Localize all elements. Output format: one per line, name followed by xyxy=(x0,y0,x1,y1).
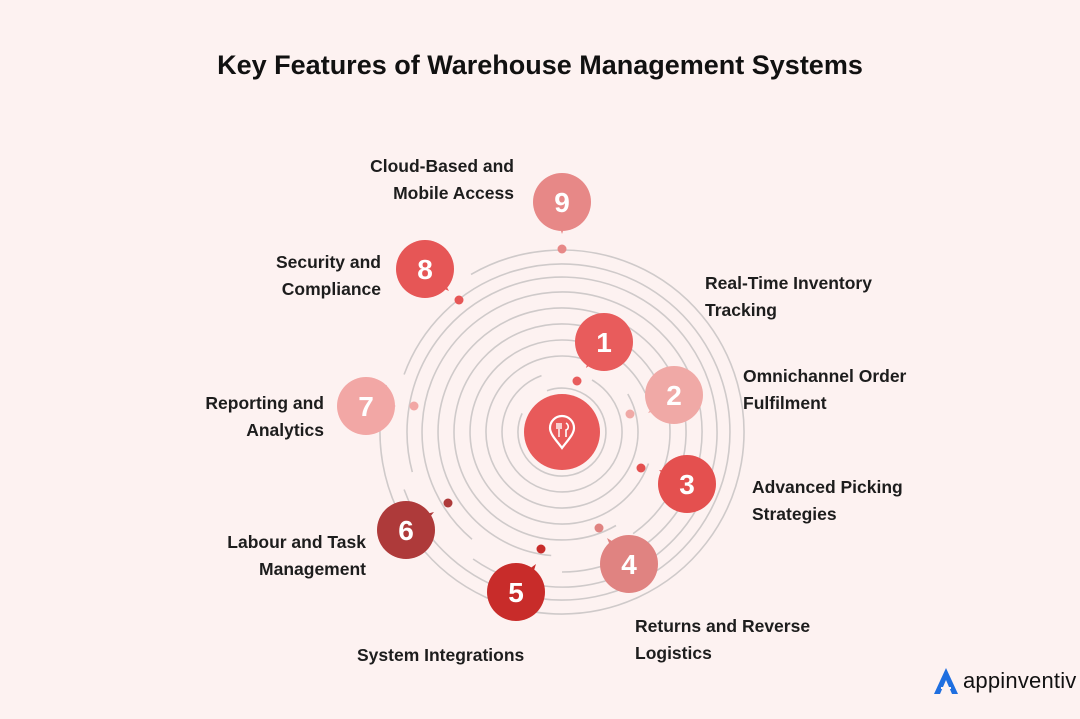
ring-dot xyxy=(536,544,546,554)
number-bubble xyxy=(600,535,658,593)
ring-dot xyxy=(557,244,567,254)
feature-number: 8 xyxy=(417,254,433,285)
brand-name: appinventiv xyxy=(963,668,1077,693)
number-bubble xyxy=(645,366,703,424)
spiral-ring xyxy=(485,355,639,509)
feature-label-line: Strategies xyxy=(752,504,837,524)
feature-number: 4 xyxy=(621,549,637,580)
appinventiv-logo-icon xyxy=(934,668,958,694)
warehouse-location-pin-icon xyxy=(548,414,576,450)
feature-marker-8: 8 xyxy=(396,240,464,305)
ring-dot xyxy=(409,401,419,411)
number-bubble xyxy=(533,173,591,231)
feature-label-line: Mobile Access xyxy=(393,183,514,203)
feature-marker-4: 4 xyxy=(594,523,658,593)
feature-marker-1: 1 xyxy=(572,313,633,386)
feature-number: 5 xyxy=(508,577,524,608)
feature-marker-9: 9 xyxy=(533,173,591,254)
number-bubble xyxy=(487,563,545,621)
feature-label-line: Security and xyxy=(275,252,381,272)
feature-label-line: Returns and Reverse xyxy=(635,616,811,636)
ring-dot xyxy=(625,409,635,419)
spiral-ring xyxy=(517,387,607,477)
feature-marker-7: 7 xyxy=(337,377,419,435)
feature-label-line: Management xyxy=(259,559,366,579)
feature-number: 2 xyxy=(666,380,682,411)
number-bubble xyxy=(396,240,454,298)
center-hub xyxy=(524,394,600,470)
number-bubble xyxy=(575,313,633,371)
feature-label-line: Reporting and xyxy=(205,393,324,413)
ring-dot xyxy=(636,463,646,473)
feature-label-line: Cloud-Based and xyxy=(370,156,514,176)
ring-dot xyxy=(454,295,464,305)
feature-label-line: Analytics xyxy=(246,420,324,440)
page-title: Key Features of Warehouse Management Sys… xyxy=(217,50,863,80)
ring-dot xyxy=(594,523,604,533)
spiral-ring xyxy=(437,307,687,557)
feature-marker-2: 2 xyxy=(625,366,703,424)
feature-number: 3 xyxy=(679,469,695,500)
feature-number: 7 xyxy=(358,391,374,422)
feature-number: 1 xyxy=(596,327,612,358)
feature-label-line: System Integrations xyxy=(357,645,525,665)
feature-label-line: Advanced Picking xyxy=(752,477,903,497)
spiral-ring xyxy=(421,291,703,573)
feature-label-line: Tracking xyxy=(705,300,777,320)
spiral-ring xyxy=(406,276,718,588)
feature-marker-5: 5 xyxy=(487,544,546,621)
brand-logo: appinventiv xyxy=(932,664,1077,698)
feature-label-line: Real-Time Inventory xyxy=(705,273,872,293)
feature-label-line: Omnichannel Order xyxy=(743,366,907,386)
ring-dot xyxy=(572,376,582,386)
ring-dot xyxy=(443,498,453,508)
number-bubble xyxy=(337,377,395,435)
feature-label-line: Logistics xyxy=(635,643,712,663)
feature-label-5: System Integrations xyxy=(357,642,524,669)
feature-number: 9 xyxy=(554,187,570,218)
feature-label-line: Labour and Task xyxy=(227,532,366,552)
number-bubble xyxy=(658,455,716,513)
feature-label-line: Compliance xyxy=(281,279,381,299)
feature-marker-3: 3 xyxy=(636,455,716,513)
feature-label-line: Fulfilment xyxy=(743,393,827,413)
feature-marker-6: 6 xyxy=(377,498,453,559)
spiral-ring xyxy=(501,374,623,493)
feature-number: 6 xyxy=(398,515,414,546)
number-bubble xyxy=(377,501,435,559)
